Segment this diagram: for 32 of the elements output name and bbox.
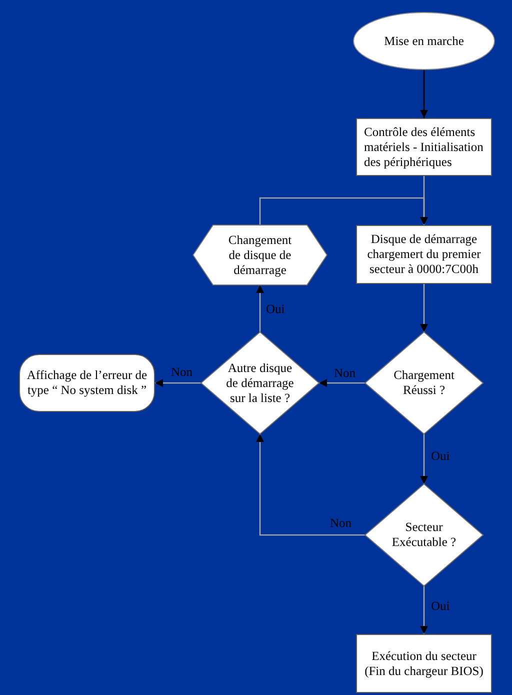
step-text: Exécution du secteur (Fin du chargeur BIOS) [364,648,484,678]
edge-label: Oui [430,449,451,463]
edge-label: Non [329,516,353,530]
process-box [356,225,492,284]
edge-label: Oui [430,599,451,613]
arrow [420,284,428,332]
process-box [356,118,492,176]
step-text: Disque de démarrage chargemert du premier secteur à 0000:7C00h [366,232,482,277]
arrow [155,379,201,387]
step-text: Secteur Exécutable ? [390,520,458,550]
step-text: Autre disque de démarrage sur la liste ? [225,360,295,406]
arrow [256,434,365,536]
step-text: Changement de disque de démarrage [227,232,293,278]
step-text: Mise en marche [383,34,465,48]
arrow [420,434,428,484]
step-text: Chargement Réussi ? [392,368,456,398]
decision-diamond [365,332,483,434]
edge-label: Non [170,365,194,379]
arrow [259,197,428,225]
preparation-hexagon [193,225,327,285]
process-box [356,634,492,693]
arrow [420,70,428,118]
terminal-box [19,354,155,412]
arrow [256,285,264,332]
edge-label: Oui [265,302,286,316]
step-text: Contrôle des éléments matériels - Initialisation des périphériques [363,124,484,170]
step-text: Affichage de l’erreur de type “ No system disk ” [26,368,148,398]
arrow [319,379,365,387]
edge-label: Non [333,366,357,380]
arrow [420,586,428,634]
decision-diamond [201,332,319,434]
decision-diamond [365,484,483,586]
